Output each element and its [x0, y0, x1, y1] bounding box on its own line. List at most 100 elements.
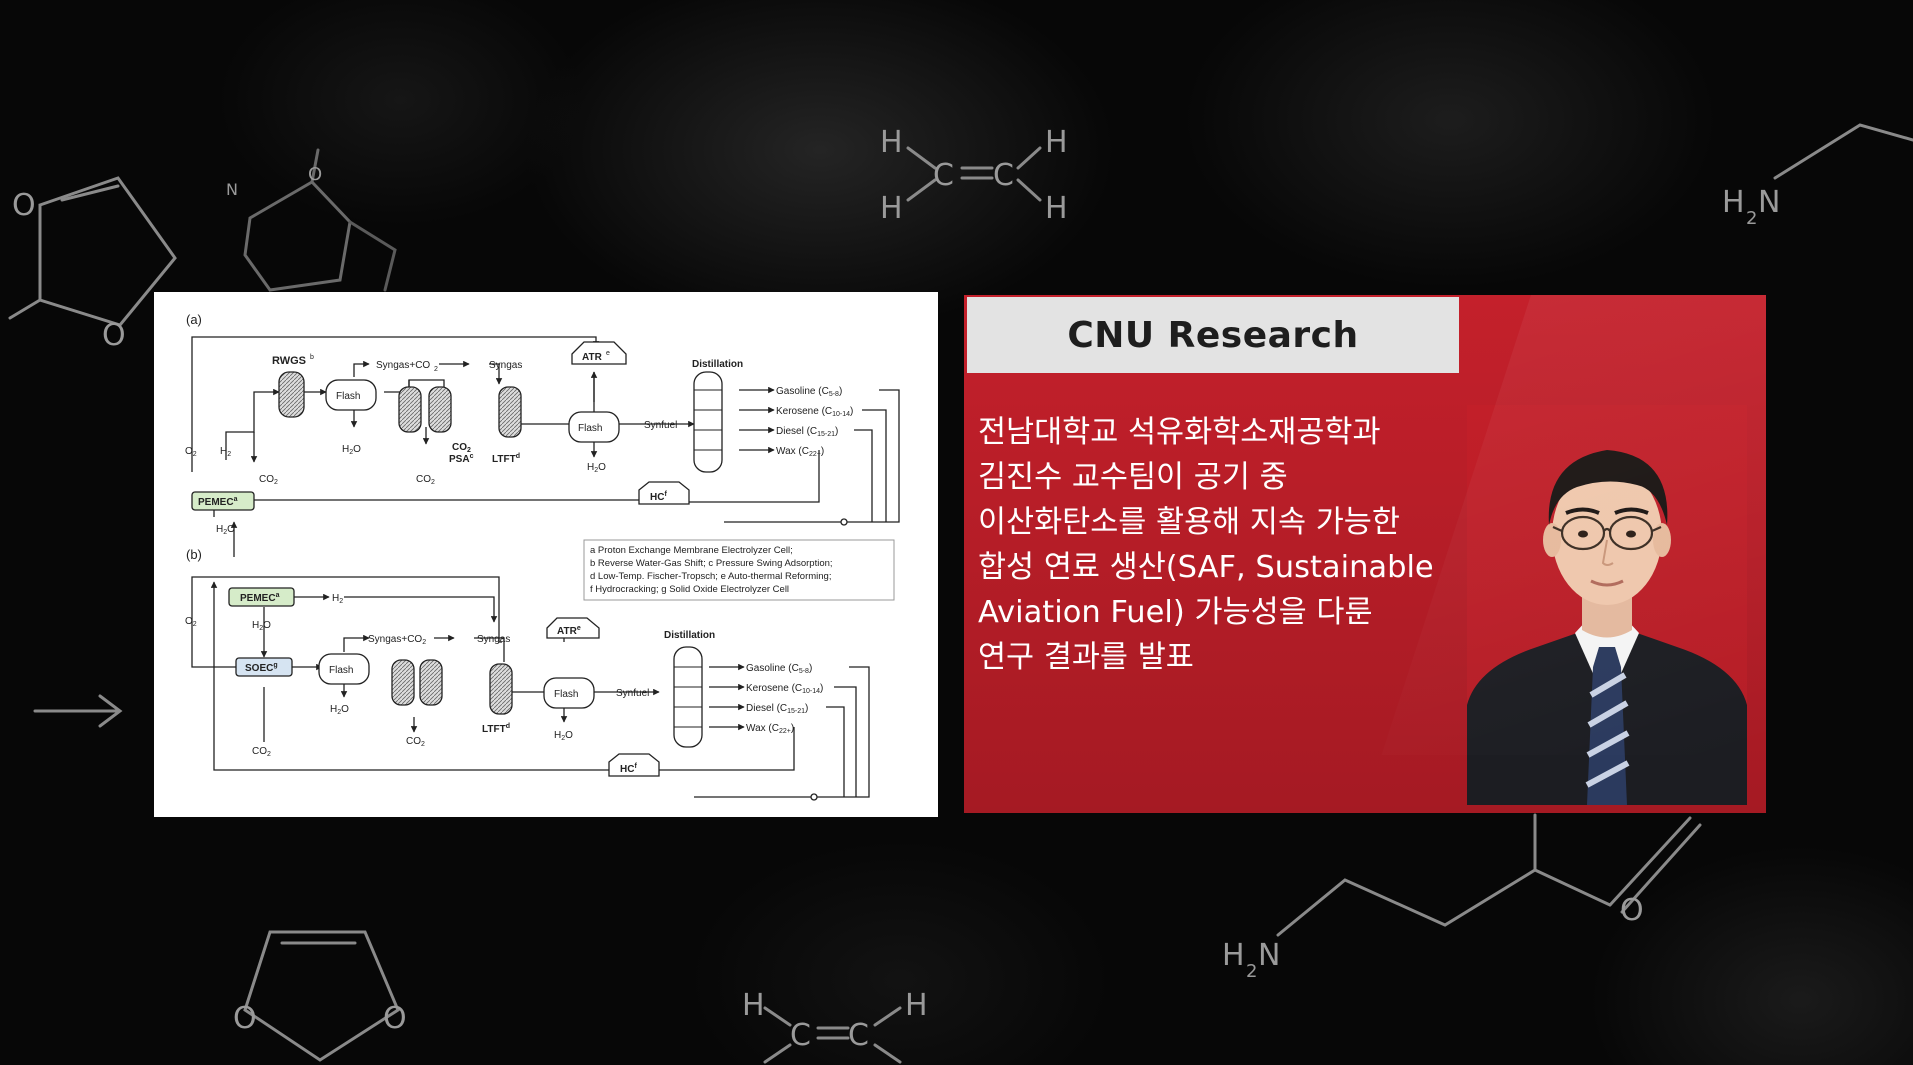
column-b2 — [419, 659, 443, 706]
bg-label-o: O — [1620, 893, 1644, 928]
bg-label-c: C — [790, 1018, 811, 1053]
bg-label-o: O — [12, 188, 36, 223]
announcement-text: 전남대학교 석유화학소재공학과 김진수 교수팀이 공기 중 이산화탄소를 활용해… — [978, 410, 1538, 680]
flash-drum-b2 — [543, 677, 595, 709]
flash-label: Flash — [578, 423, 602, 434]
bg-label-o: O — [383, 1001, 407, 1036]
h2o-label: H2O — [216, 524, 235, 536]
bg-label-sub: 2 — [1246, 961, 1257, 982]
molecule-ring-bottom-left — [243, 930, 400, 1062]
process-flow-diagram: (a) RWGS b Flash Syngas+CO 2 Syngas ATR … — [185, 312, 900, 801]
diesel-label: Diesel (C15-21) — [776, 426, 838, 438]
bg-label-h: H — [880, 125, 903, 160]
pemec-label: PEMECa — [198, 496, 238, 508]
bg-label-h: H — [1045, 125, 1068, 160]
psa-label: PSAc — [449, 453, 474, 465]
footnote-line: f Hydrocracking; g Solid Oxide Electroly… — [590, 584, 789, 595]
ltft-label: LTFTd — [492, 453, 520, 465]
distillation-label: Distillation — [692, 359, 743, 370]
wax-label: Wax (C22+) — [776, 446, 824, 458]
hydrocracker-a — [638, 481, 690, 505]
pemec-unit-a — [191, 491, 255, 511]
hc-label: HCf — [650, 491, 667, 503]
distillation-column-a — [693, 371, 723, 473]
bg-label-c: C — [993, 158, 1014, 193]
psa-column-1 — [398, 386, 422, 433]
co2-psa-label: CO2 — [452, 442, 471, 454]
bg-label-o: O — [233, 1001, 257, 1036]
column-b1 — [391, 659, 415, 706]
research-announcement-panel: CNU Research 전남대학교 석유화학소재공학과 김진수 교수팀이 공기… — [964, 295, 1766, 813]
atr-label: ATR — [582, 352, 603, 363]
announcement-line: 김진수 교수팀이 공기 중 — [978, 460, 1288, 495]
h2o-label: H2O — [330, 704, 349, 716]
gasoline-label: Gasoline (C5-8) — [776, 386, 842, 398]
announcement-line: Aviation Fuel) 가능성을 다룬 — [978, 595, 1373, 630]
flash-drum-a1 — [325, 379, 377, 411]
bg-label-n: N — [1258, 938, 1280, 973]
ltft-reactor-a — [498, 386, 522, 438]
gasoline-label: Gasoline (C5-8) — [746, 663, 812, 675]
synfuel-label: Synfuel — [644, 420, 677, 431]
bg-label-h: H — [905, 988, 928, 1023]
syngas-label: Syngas — [489, 360, 522, 371]
h2o-label: H2O — [554, 730, 573, 742]
kerosene-label: Kerosene (C10-14) — [776, 406, 853, 418]
atr-unit-b — [546, 617, 600, 639]
rwgs-label: RWGS — [272, 355, 306, 367]
flash-label: Flash — [329, 665, 353, 676]
bg-label-sub: 2 — [1746, 208, 1757, 229]
flash-label: Flash — [336, 391, 360, 402]
bg-label-h: H — [1722, 185, 1745, 220]
header-tab: CNU Research — [967, 297, 1459, 373]
pemec-unit-b — [228, 587, 295, 607]
molecule-ring-top-left — [38, 176, 177, 327]
co2-label: CO2 — [406, 736, 425, 748]
h2o-label: H2O — [252, 620, 271, 632]
ltft-label: LTFTd — [482, 723, 510, 735]
svg-text:2: 2 — [434, 366, 438, 373]
announcement-line: 합성 연료 생산(SAF, Sustainable — [978, 550, 1434, 585]
co2-label: CO2 — [259, 474, 278, 486]
flash-drum-a2 — [568, 411, 620, 443]
o2-label: O2 — [185, 446, 197, 458]
panel-a-label: (a) — [186, 312, 202, 327]
hydrocracker-b — [608, 753, 660, 777]
syngas-label: Syngas — [477, 634, 510, 645]
h2o-label: H2O — [342, 444, 361, 456]
bg-label-n: N — [226, 180, 238, 199]
panel-b-label: (b) — [186, 547, 202, 562]
announcement-line: 연구 결과를 발표 — [978, 640, 1194, 675]
flash-drum-b1 — [318, 653, 370, 685]
atr-label: ATRe — [557, 625, 581, 637]
bg-label-o: O — [308, 164, 322, 185]
bg-label-h: H — [1045, 191, 1068, 226]
footnote-line: d Low-Temp. Fischer-Tropsch; e Auto-ther… — [590, 571, 831, 582]
h2-label: H2 — [220, 446, 231, 458]
soec-label: SOECg — [245, 662, 278, 674]
bg-label-o: O — [102, 318, 126, 353]
syngas-co2-label: Syngas+CO2 — [368, 634, 426, 646]
professor-portrait — [1467, 405, 1747, 805]
svg-text:e: e — [606, 350, 610, 357]
co2-label: CO2 — [416, 474, 435, 486]
bg-label-c: C — [848, 1018, 869, 1053]
h2-label: H2 — [332, 593, 343, 605]
hc-label: HCf — [620, 763, 637, 775]
psa-column-2 — [428, 386, 452, 433]
bg-label-c: C — [933, 158, 954, 193]
footnote-line: a Proton Exchange Membrane Electrolyzer … — [590, 545, 793, 556]
announcement-line: 이산화탄소를 활용해 지속 가능한 — [978, 505, 1400, 540]
footnote-line: b Reverse Water-Gas Shift; c Pressure Sw… — [590, 558, 833, 569]
h2o-label: H2O — [587, 462, 606, 474]
rwgs-reactor — [278, 371, 305, 418]
process-diagram-panel: (a) RWGS b Flash Syngas+CO 2 Syngas ATR … — [154, 292, 938, 817]
bg-label-h: H — [880, 191, 903, 226]
ltft-reactor-b — [489, 663, 513, 715]
synfuel-label: Synfuel — [616, 688, 649, 699]
distillation-label: Distillation — [664, 630, 715, 641]
atr-unit-a — [571, 341, 627, 365]
bg-label-h: H — [1222, 938, 1245, 973]
footnote-box — [583, 539, 895, 601]
wax-label: Wax (C22+) — [746, 723, 794, 735]
